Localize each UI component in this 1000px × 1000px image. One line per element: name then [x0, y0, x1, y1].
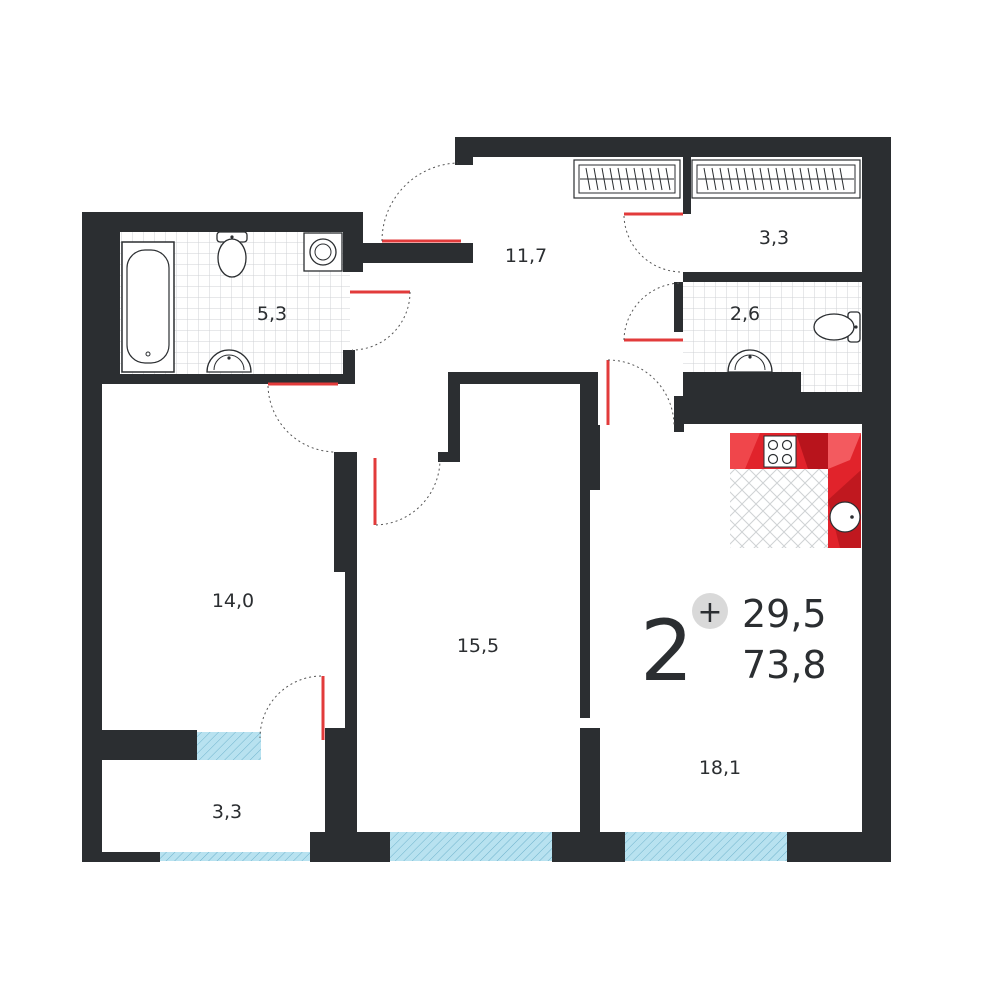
window-balcony-inner	[197, 732, 261, 760]
room-area-living-kitchen: 18,1	[699, 757, 741, 779]
door-entrance	[381, 162, 461, 243]
room-labels: 11,7 3,3 5,3 2,6 14,0 15,5 18,1 3,3	[212, 227, 789, 823]
room-area-balcony: 3,3	[212, 801, 242, 823]
plus-symbol: +	[697, 595, 722, 630]
sink-icon	[829, 501, 861, 533]
room-area-bedroom-middle: 15,5	[457, 635, 499, 657]
washing-machine-icon	[303, 232, 343, 272]
apartment-summary: 2 + 29,5 73,8	[640, 592, 827, 700]
total-area: 73,8	[742, 643, 827, 687]
toilet-icon	[216, 231, 248, 278]
walls	[82, 137, 891, 862]
door-toilet	[623, 282, 683, 342]
stove-icon	[763, 435, 797, 468]
window-balcony	[160, 852, 310, 861]
door-bedroom-middle	[373, 458, 441, 526]
room-area-toilet: 2,6	[730, 303, 760, 325]
window-bedroom-middle	[390, 832, 552, 861]
wardrobe-icon	[691, 159, 861, 199]
kitchen-counter	[730, 433, 861, 548]
wardrobe-icon	[573, 159, 681, 199]
room-area-bathroom: 5,3	[257, 303, 287, 325]
room-area-hall: 11,7	[505, 245, 547, 267]
living-area: 29,5	[742, 592, 827, 636]
toilet-icon	[813, 311, 861, 343]
door-balcony	[259, 675, 325, 740]
room-area-wardrobe: 3,3	[759, 227, 789, 249]
door-bathroom	[350, 290, 411, 351]
kitchen-floor	[730, 468, 828, 548]
plus-badge	[692, 593, 728, 629]
door-wardrobe	[623, 212, 683, 273]
windows	[160, 732, 787, 861]
door-living	[606, 359, 675, 426]
sink-icon	[206, 349, 252, 373]
room-area-bedroom-left: 14,0	[212, 590, 254, 612]
window-living	[625, 832, 787, 861]
rooms-count: 2	[640, 602, 693, 700]
sink-icon	[727, 349, 773, 373]
bathtub-icon	[121, 241, 175, 373]
doors	[259, 162, 683, 740]
fixtures	[121, 159, 861, 548]
door-bedroom-left	[267, 382, 338, 453]
